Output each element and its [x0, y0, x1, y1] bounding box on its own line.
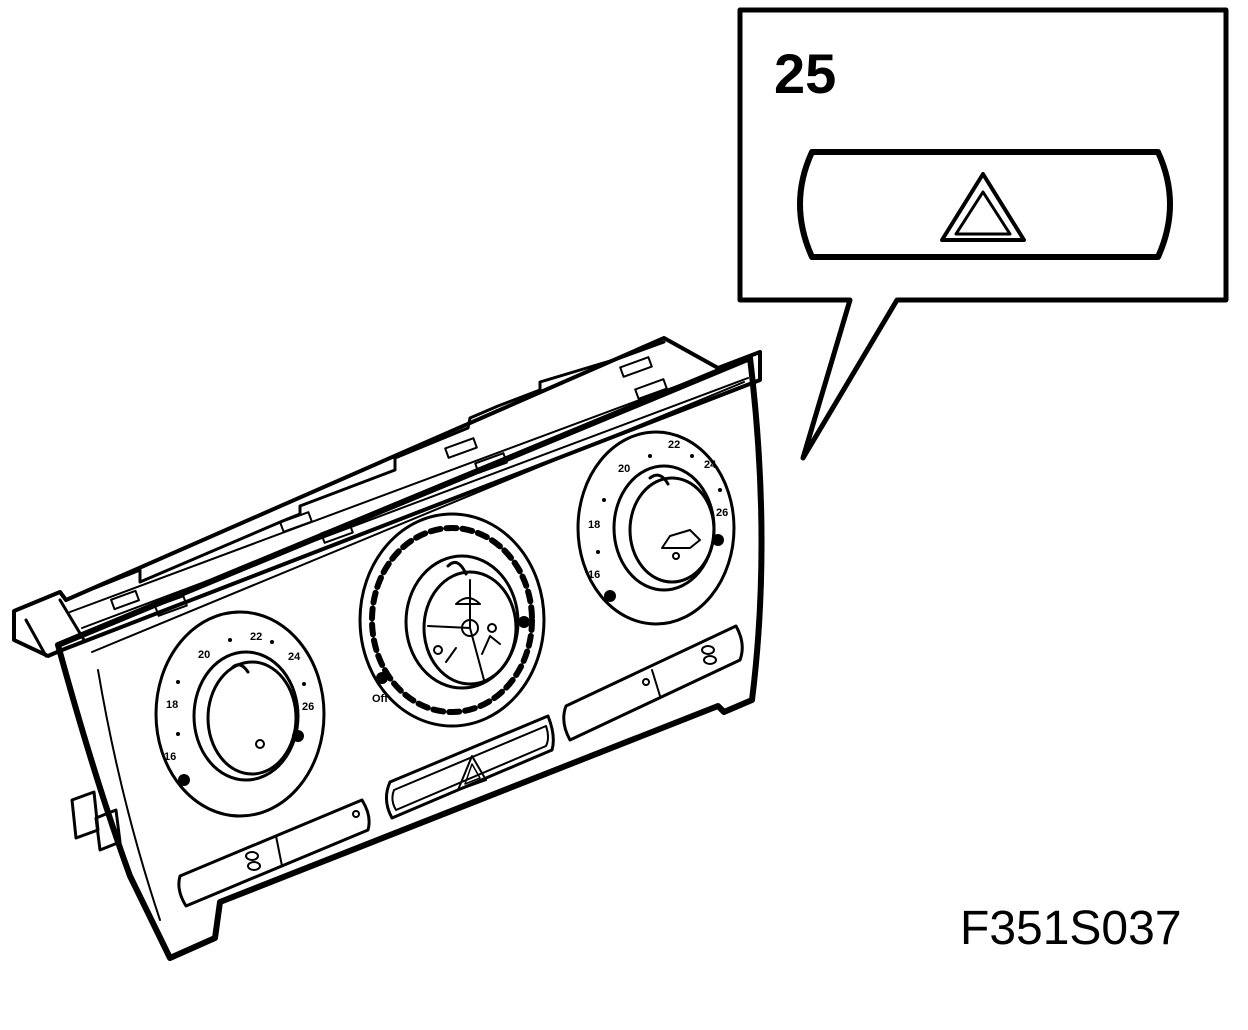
- hazard-button[interactable]: [385, 714, 555, 820]
- callout-number: 25: [774, 42, 836, 105]
- svg-text:26: 26: [302, 701, 314, 713]
- svg-text:26: 26: [716, 507, 728, 519]
- foot-vent-icon: [481, 623, 501, 655]
- top-slots: [110, 356, 668, 617]
- svg-text:22: 22: [250, 631, 262, 643]
- svg-text:24: 24: [704, 459, 717, 471]
- svg-text:18: 18: [588, 519, 600, 531]
- svg-text:20: 20: [198, 649, 210, 661]
- svg-text:18: 18: [166, 699, 178, 711]
- face-vent-icon: [433, 645, 457, 663]
- lower-left-buttons[interactable]: [177, 798, 371, 908]
- right-temperature-dial[interactable]: 16 18 20 22 24 26: [576, 430, 736, 626]
- auto-toggle-icon: [701, 645, 717, 665]
- hazard-triangle-icon: [940, 172, 1026, 242]
- lower-right-buttons[interactable]: [562, 624, 744, 742]
- fan-distribution-dial[interactable]: Off: [358, 512, 546, 728]
- svg-text:24: 24: [288, 651, 301, 663]
- hazard-triangle-icon: [457, 755, 487, 791]
- svg-text:16: 16: [588, 569, 600, 581]
- svg-text:20: 20: [618, 463, 630, 475]
- climate-control-panel: 16 18 20 22 24 26: [12, 336, 765, 961]
- callout-box: [737, 7, 1229, 461]
- defrost-icon: [455, 597, 481, 605]
- right-dial-scale: 16 18 20 22 24 26: [588, 439, 728, 602]
- fan-off-label: Off: [372, 693, 388, 705]
- recirculation-toggle-icon: [245, 851, 261, 871]
- car-recirc-icon: [661, 529, 701, 560]
- left-temperature-dial[interactable]: 16 18 20 22 24 26: [154, 610, 326, 818]
- left-dial-scale: 16 18 20 22 24 26: [164, 631, 314, 786]
- svg-text:16: 16: [164, 751, 176, 763]
- figure-code: F351S037: [960, 902, 1182, 955]
- callout-hazard-button: [797, 149, 1173, 260]
- svg-text:22: 22: [668, 439, 680, 451]
